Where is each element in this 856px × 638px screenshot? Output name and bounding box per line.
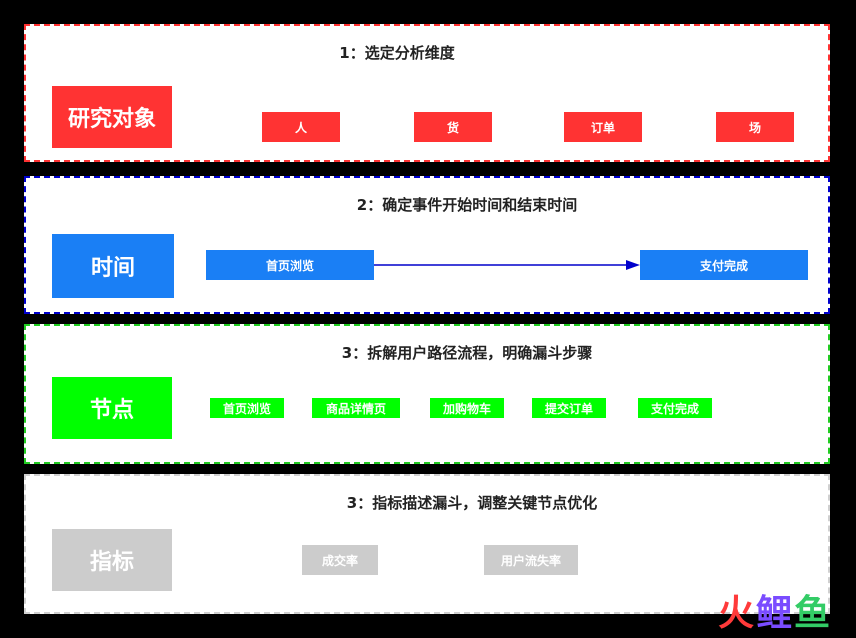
- step-2-title: 2：确定事件开始时间和结束时间: [356, 196, 578, 214]
- watermark-char-2: 鲤: [755, 593, 794, 634]
- step-2-panel: 2：确定事件开始时间和结束时间 时间 首页浏览 支付完成: [24, 176, 830, 314]
- step-4-panel: 3：指标描述漏斗，调整关键节点优化 指标 成交率 用户流失率: [24, 474, 830, 614]
- dimension-person: 人: [262, 112, 340, 142]
- category-nodes: 节点: [52, 377, 172, 439]
- watermark-logo: 火鲤鱼: [718, 596, 832, 632]
- dimension-place: 场: [716, 112, 794, 142]
- step-3-title: 3：拆解用户路径流程，明确漏斗步骤: [341, 344, 593, 362]
- metric-churn-rate: 用户流失率: [484, 545, 578, 575]
- event-end: 支付完成: [640, 250, 808, 280]
- node-add-cart: 加购物车: [430, 398, 504, 418]
- metric-conversion-rate: 成交率: [302, 545, 378, 575]
- category-research-object: 研究对象: [52, 86, 172, 148]
- category-metrics: 指标: [52, 529, 172, 591]
- category-time: 时间: [52, 234, 174, 298]
- node-homepage: 首页浏览: [210, 398, 284, 418]
- node-submit-order: 提交订单: [532, 398, 606, 418]
- watermark-char-3: 鱼: [793, 593, 832, 634]
- step-4-title: 3：指标描述漏斗，调整关键节点优化: [346, 494, 598, 512]
- node-payment: 支付完成: [638, 398, 712, 418]
- dimension-order: 订单: [564, 112, 642, 142]
- step-3-panel: 3：拆解用户路径流程，明确漏斗步骤 节点 首页浏览 商品详情页 加购物车 提交订…: [24, 324, 830, 464]
- watermark-char-1: 火: [717, 593, 756, 634]
- step-1-title: 1：选定分析维度: [339, 44, 455, 62]
- event-start: 首页浏览: [206, 250, 374, 280]
- dimension-goods: 货: [414, 112, 492, 142]
- arrow-head: [626, 260, 640, 270]
- step-1-panel: 1：选定分析维度 研究对象 人 货 订单 场: [24, 24, 830, 162]
- node-product-detail: 商品详情页: [312, 398, 400, 418]
